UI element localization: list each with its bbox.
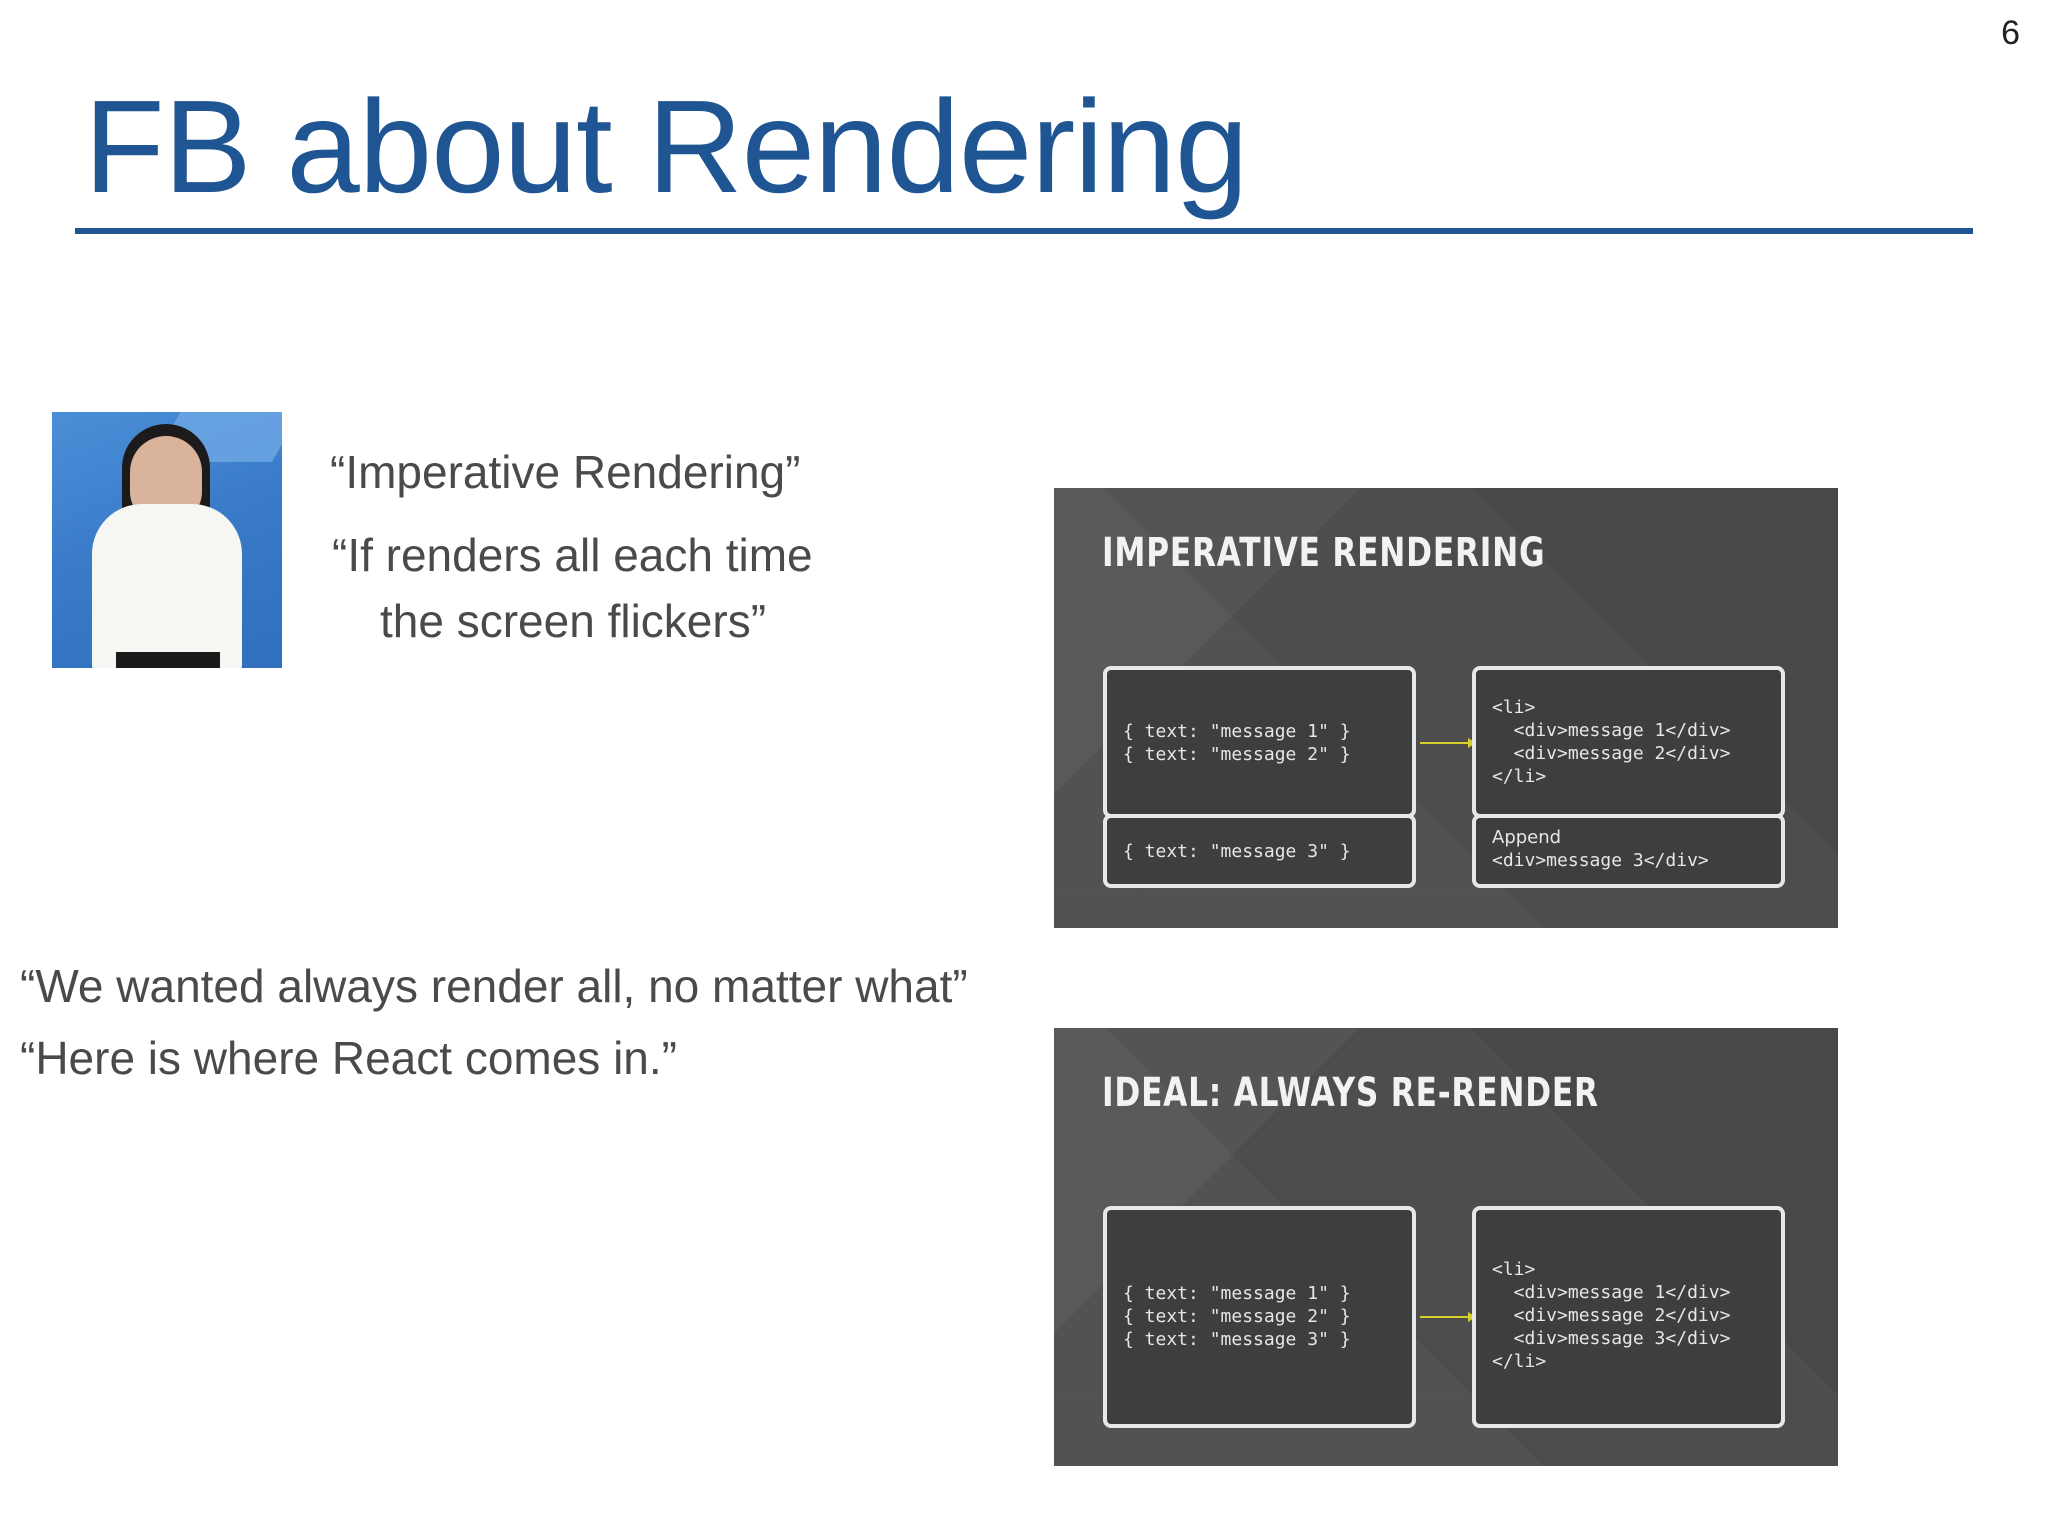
left-top-box: { text: "message 1" } { text: "message 2… [1103, 666, 1416, 818]
arrow-right-icon [1420, 738, 1476, 748]
right-box: <li> <div>message 1</div> <div>message 2… [1472, 1206, 1785, 1428]
quote-imperative-rendering: “Imperative Rendering” [330, 446, 801, 498]
embed-title: IMPERATIVE RENDERING [1102, 530, 1546, 576]
speaker-shirt [92, 504, 242, 668]
page-number: 6 [2001, 14, 2020, 52]
title-underline [75, 228, 1973, 234]
quote-react-comes-in: “Here is where React comes in.” [20, 1032, 677, 1084]
quote-renders-line2: the screen flickers” [380, 595, 767, 647]
imperative-rendering-slide-image: IMPERATIVE RENDERING { text: "message 1"… [1054, 488, 1838, 928]
left-box: { text: "message 1" } { text: "message 2… [1103, 1206, 1416, 1428]
right-top-code: <li> <div>message 1</div> <div>message 2… [1492, 697, 1731, 787]
left-bottom-box: { text: "message 3" } [1103, 814, 1416, 888]
speaker-photo [52, 412, 282, 668]
right-top-box: <li> <div>message 1</div> <div>message 2… [1472, 666, 1785, 818]
quote-renders-line1: “If renders all each time [332, 529, 813, 581]
slide-title: FB about Rendering [84, 73, 1248, 220]
right-bottom-code: <div>message 3</div> [1492, 850, 1709, 871]
arrow-right-icon [1420, 1312, 1476, 1322]
append-label: Append [1492, 827, 1562, 848]
embed-title: IDEAL: ALWAYS RE-RENDER [1102, 1070, 1599, 1116]
ideal-rerender-slide-image: IDEAL: ALWAYS RE-RENDER { text: "message… [1054, 1028, 1838, 1466]
left-top-code: { text: "message 1" } { text: "message 2… [1123, 721, 1351, 765]
left-code: { text: "message 1" } { text: "message 2… [1123, 1283, 1351, 1350]
right-bottom-box: Append <div>message 3</div> [1472, 814, 1785, 888]
speaker-pants [116, 652, 220, 668]
right-code: <li> <div>message 1</div> <div>message 2… [1492, 1259, 1731, 1372]
quote-always-render: “We wanted always render all, no matter … [20, 960, 968, 1012]
left-bottom-code: { text: "message 3" } [1123, 841, 1351, 862]
